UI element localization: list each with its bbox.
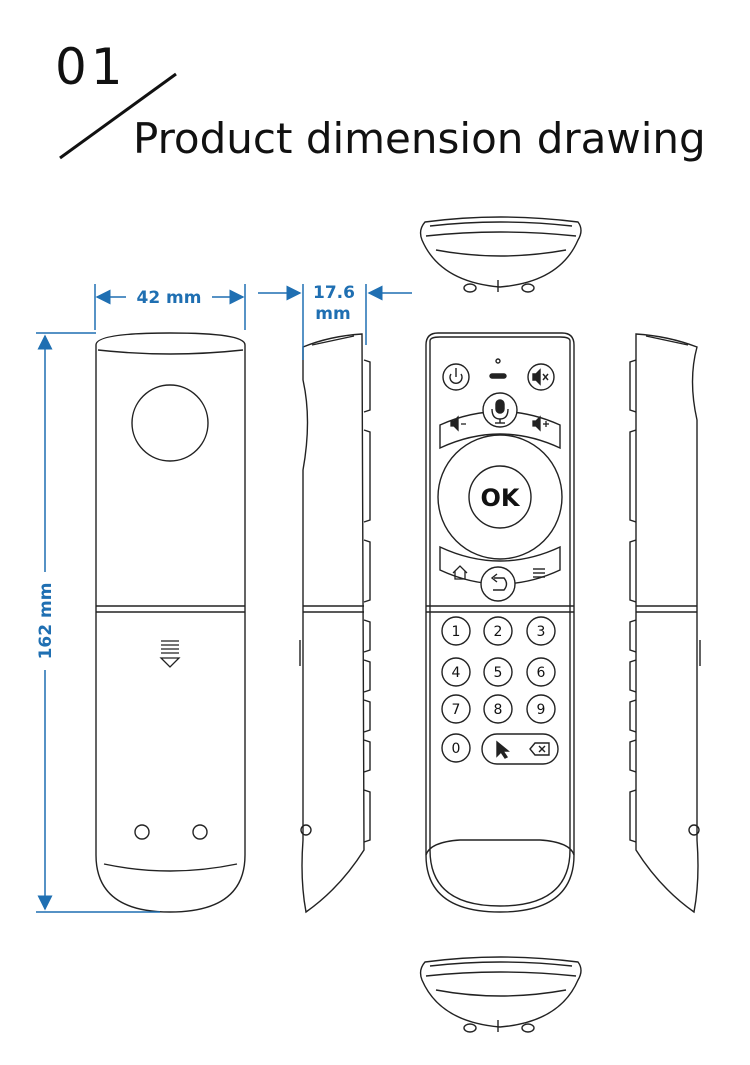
home-button[interactable] [452,565,468,580]
volume-up-icon [532,415,549,432]
digit-label-5: 5 [494,665,503,681]
menu-icon [533,568,545,578]
back-view [95,332,246,913]
digit-button-9[interactable]: 9 [526,694,556,724]
digit-label-2: 2 [494,624,503,640]
thickness-label-line1: 17.6 [313,283,355,303]
digit-label-1: 1 [452,624,461,640]
pointer-icon [496,740,510,759]
pointer-backspace-button[interactable] [481,733,559,765]
menu-button[interactable] [533,568,545,578]
digit-button-3[interactable]: 3 [526,616,556,646]
battery-cover-arrow-icon [159,640,181,668]
power-button[interactable] [442,363,470,391]
volume-down-icon [450,415,466,432]
digit-button-4[interactable]: 4 [441,657,471,687]
digit-button-7[interactable]: 7 [441,694,471,724]
width-dimension [94,284,246,330]
back-icon [490,573,508,591]
digit-button-1[interactable]: 1 [441,616,471,646]
number-pad: 1 2 3 4 5 6 7 8 9 0 [441,616,556,763]
top-view [419,216,582,293]
back-button[interactable] [480,566,516,602]
bottom-view [419,956,582,1033]
mute-button[interactable] [527,363,555,391]
mic-button[interactable] [482,392,518,428]
side-view-right [629,333,701,914]
width-label: 42 mm [136,288,201,308]
ok-button[interactable] [468,465,532,529]
thickness-dimension [258,284,412,360]
section-number: 01 [55,38,127,96]
digit-label-0: 0 [452,741,461,757]
digit-button-0[interactable]: 0 [441,733,471,763]
digit-label-4: 4 [452,665,461,681]
digit-label-9: 9 [537,702,546,718]
title-divider-slash [59,72,177,160]
mic-icon [491,399,509,424]
thickness-label-line2: mm [315,304,350,324]
digit-button-2[interactable]: 2 [483,616,513,646]
home-icon [452,565,468,580]
digit-label-8: 8 [494,702,503,718]
side-view-left [299,333,371,914]
digit-button-6[interactable]: 6 [526,657,556,687]
length-dimension [36,332,160,913]
page-title: Product dimension drawing [133,114,706,163]
digit-label-7: 7 [452,702,461,718]
backspace-icon [529,742,550,756]
mute-icon [532,368,549,386]
digit-button-8[interactable]: 8 [483,694,513,724]
ok-label: OK [481,484,521,512]
volume-down-button[interactable] [450,415,466,432]
front-view [425,332,575,913]
digit-label-6: 6 [537,665,546,681]
digit-label-3: 3 [537,624,546,640]
digit-button-5[interactable]: 5 [483,657,513,687]
power-icon [449,368,463,384]
volume-up-button[interactable] [532,415,549,432]
length-label: 162 mm [36,583,56,660]
